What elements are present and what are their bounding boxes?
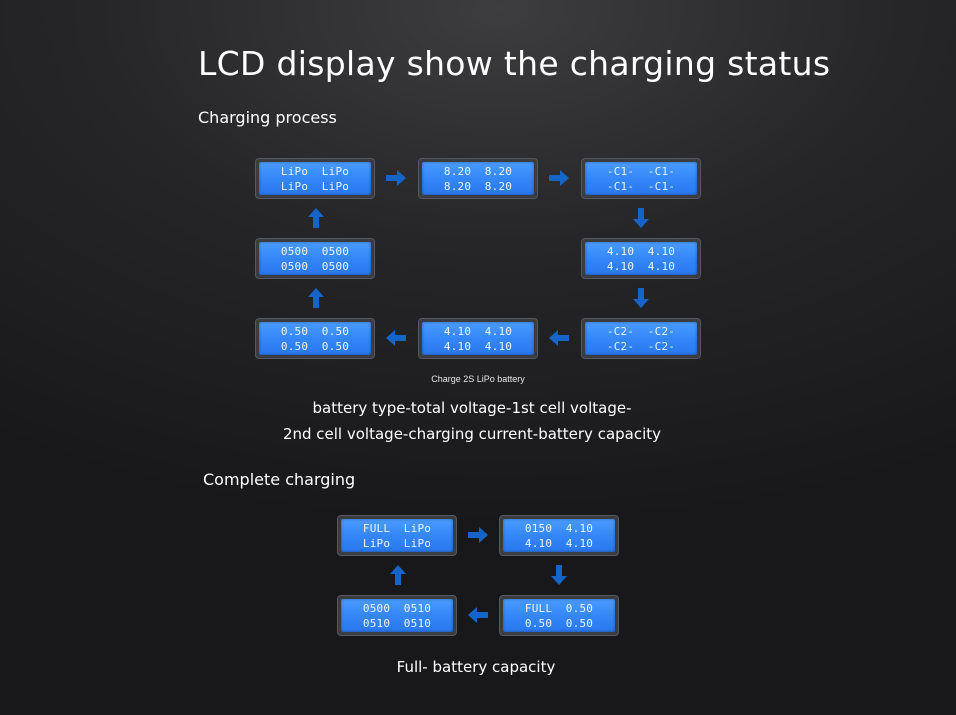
charging-description-line-2: 2nd cell voltage-charging current-batter… (282, 425, 662, 443)
arrow-right-icon (547, 166, 571, 190)
complete-charging-heading: Complete charging (203, 470, 356, 489)
lcd-line: LiPo LiPo (362, 536, 432, 550)
lcd-line: LiPo LiPo (280, 179, 350, 193)
arrow-up-icon (304, 286, 328, 310)
lcd-line: 0.50 0.50 (280, 339, 350, 353)
lcd-display-total-voltage: 8.20 8.20 8.20 8.20 (418, 158, 538, 199)
lcd-line: 0500 0500 (280, 259, 350, 273)
lcd-display-cell1-voltage: 4.10 4.10 4.10 4.10 (581, 238, 701, 279)
lcd-display-charging-current: 0.50 0.50 0.50 0.50 (255, 318, 375, 359)
charging-process-heading: Charging process (198, 108, 337, 127)
lcd-display-cell2-voltage: 4.10 4.10 4.10 4.10 (418, 318, 538, 359)
arrow-left-icon (547, 326, 571, 350)
lcd-line: 4.10 4.10 (443, 339, 513, 353)
lcd-line: 0510 0510 (362, 616, 432, 630)
lcd-line: 8.20 8.20 (443, 164, 513, 178)
complete-charging-description: Full- battery capacity (396, 658, 556, 676)
lcd-line: FULL LiPo (362, 521, 432, 535)
lcd-line: -C1- -C1- (606, 164, 676, 178)
lcd-display-full-capacity: 0500 0510 0510 0510 (337, 595, 457, 636)
lcd-line: FULL 0.50 (524, 601, 594, 615)
diagram-caption-text: Charge 2S LiPo battery (431, 374, 525, 384)
lcd-display-battery-capacity: 0500 0500 0500 0500 (255, 238, 375, 279)
lcd-display-c1-label: -C1- -C1- -C1- -C1- (581, 158, 701, 199)
lcd-line: 0.50 0.50 (524, 616, 594, 630)
diagram-caption: Charge 2S LiPo battery (0, 374, 956, 384)
lcd-line: 0500 0500 (280, 244, 350, 258)
charging-description-line-1: battery type-total voltage-1st cell volt… (312, 399, 632, 417)
arrow-up-icon (386, 563, 410, 587)
arrow-left-icon (384, 326, 408, 350)
arrow-left-icon (466, 603, 490, 627)
lcd-line: -C2- -C2- (606, 324, 676, 338)
lcd-display-c2-label: -C2- -C2- -C2- -C2- (581, 318, 701, 359)
lcd-line: 8.20 8.20 (443, 179, 513, 193)
lcd-display-full-current: FULL 0.50 0.50 0.50 (499, 595, 619, 636)
arrow-down-icon (629, 206, 653, 230)
arrow-right-icon (384, 166, 408, 190)
lcd-line: 0500 0510 (362, 601, 432, 615)
lcd-line: -C1- -C1- (606, 179, 676, 193)
lcd-line: 4.10 4.10 (606, 244, 676, 258)
lcd-line: LiPo LiPo (280, 164, 350, 178)
lcd-line: 4.10 4.10 (606, 259, 676, 273)
page-title: LCD display show the charging status (198, 44, 831, 83)
lcd-line: 0150 4.10 (524, 521, 594, 535)
lcd-display-full-type: FULL LiPo LiPo LiPo (337, 515, 457, 556)
arrow-right-icon (466, 523, 490, 547)
arrow-down-icon (629, 286, 653, 310)
arrow-down-icon (547, 563, 571, 587)
lcd-display-full-voltage: 0150 4.10 4.10 4.10 (499, 515, 619, 556)
lcd-line: -C2- -C2- (606, 339, 676, 353)
lcd-line: 0.50 0.50 (280, 324, 350, 338)
lcd-line: 4.10 4.10 (443, 324, 513, 338)
lcd-display-battery-type: LiPo LiPo LiPo LiPo (255, 158, 375, 199)
arrow-up-icon (304, 206, 328, 230)
lcd-line: 4.10 4.10 (524, 536, 594, 550)
